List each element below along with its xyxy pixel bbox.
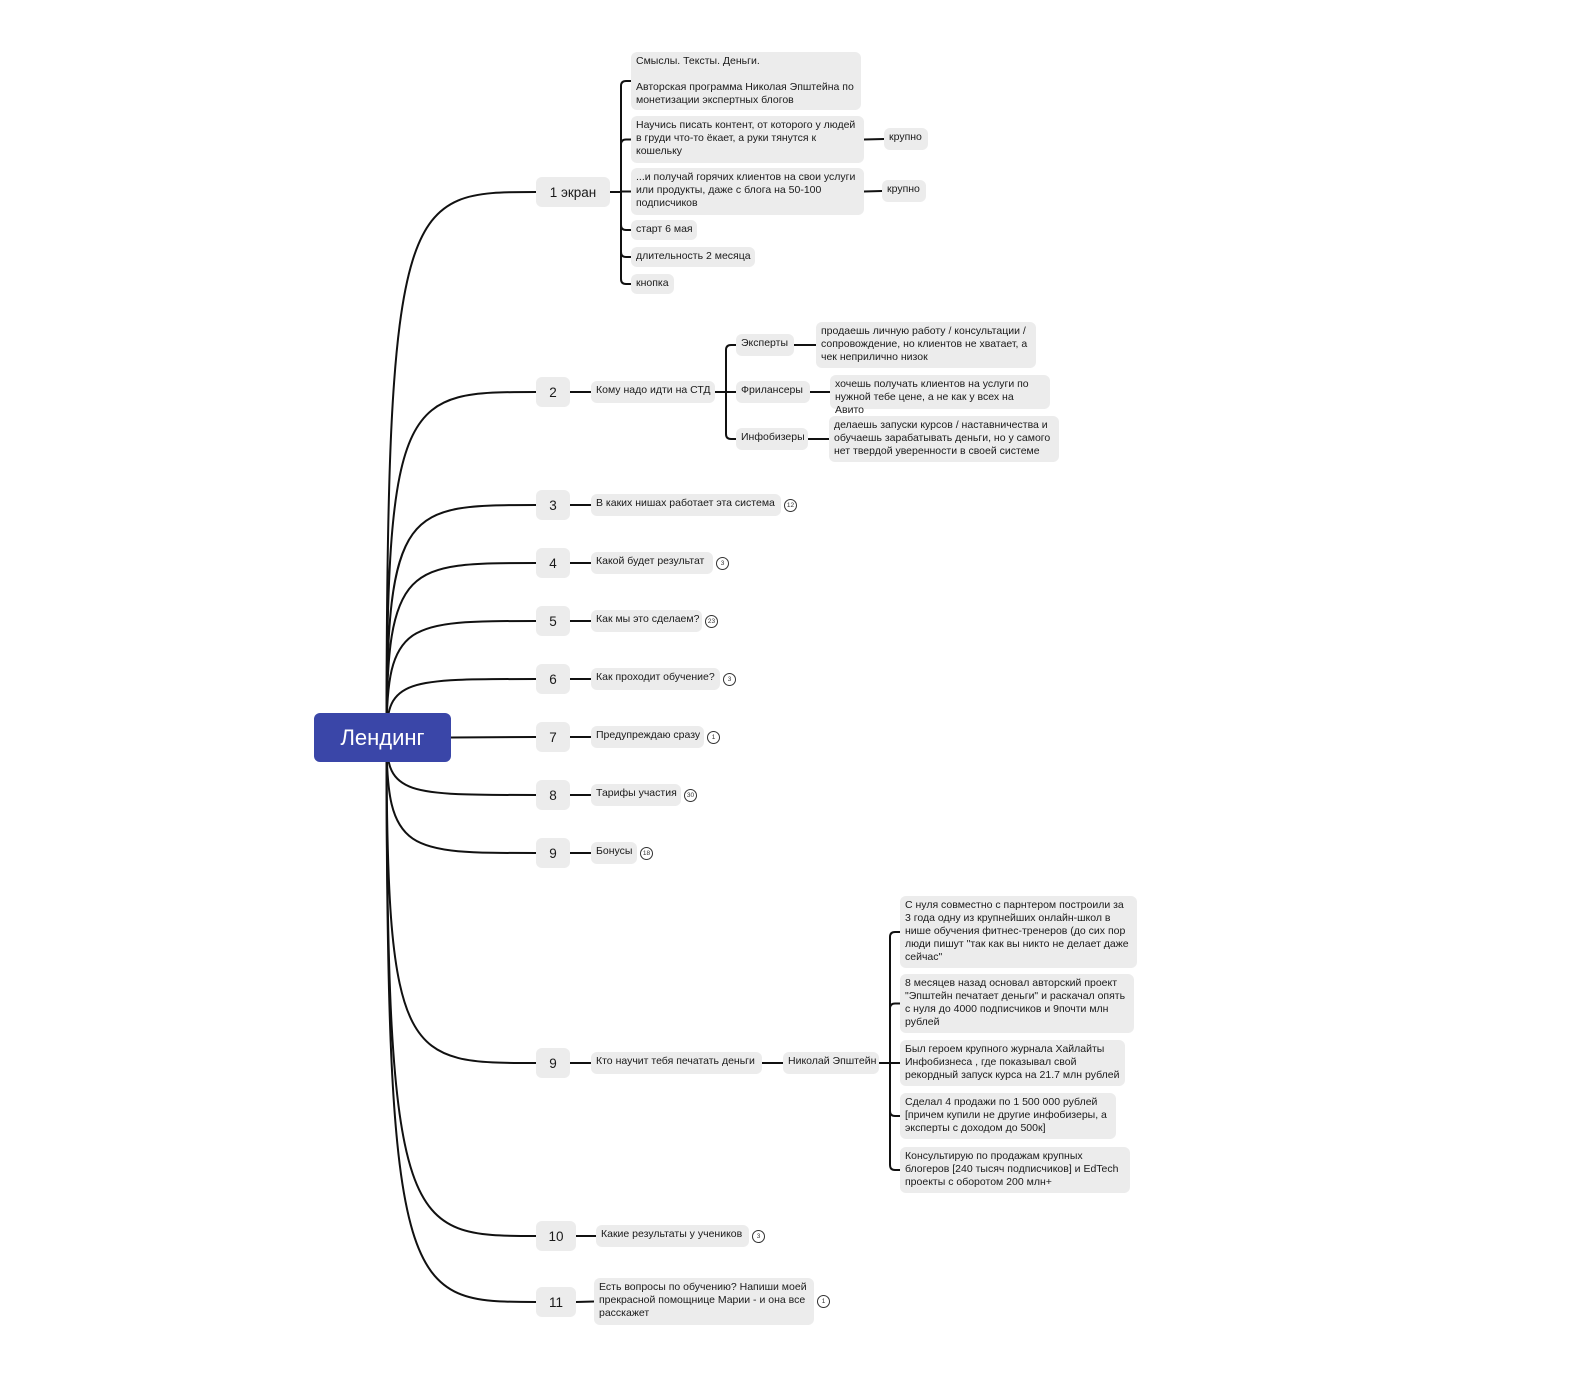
topic-node-s1f[interactable]: кнопка bbox=[631, 274, 674, 294]
branch-node-b10[interactable]: 10 bbox=[536, 1221, 576, 1251]
author-bracket-s9b-1 bbox=[889, 931, 901, 1064]
topic-node-s9b-3[interactable]: Был героем крупного журнала Хайлайты Инф… bbox=[900, 1040, 1125, 1086]
collapsed-count-badge[interactable]: 1 bbox=[817, 1295, 830, 1308]
topic-node-s2a[interactable]: Эксперты bbox=[736, 334, 794, 356]
screen1-bracket-s1f bbox=[620, 191, 632, 285]
topic-node-s2a-d[interactable]: продаешь личную работу / консультации / … bbox=[816, 322, 1036, 368]
root-link-b4 bbox=[385, 562, 537, 739]
author-bracket-s9b-4 bbox=[889, 1062, 901, 1117]
collapsed-count-badge[interactable]: 3 bbox=[716, 556, 729, 570]
collapsed-count-badge[interactable]: 1 bbox=[707, 730, 720, 744]
author-bracket-s9b-2 bbox=[889, 1002, 901, 1064]
root-link-b1 bbox=[385, 191, 537, 739]
topic-node-s9b[interactable]: Кто научит тебя печатать деньги bbox=[591, 1052, 762, 1074]
topic-node-s2c-d[interactable]: делаешь запуски курсов / наставничества … bbox=[829, 416, 1059, 462]
collapsed-count-badge[interactable]: 3 bbox=[723, 672, 736, 686]
root-link-b3 bbox=[385, 504, 537, 739]
screen1-bracket-s1e bbox=[620, 191, 632, 258]
topic-node-s7[interactable]: Предупреждаю сразу bbox=[591, 726, 704, 748]
topic-node-s10[interactable]: Какие результаты у учеников bbox=[596, 1225, 749, 1247]
screen1-bracket-s1d bbox=[620, 191, 632, 231]
link-s1c-s1c-tag bbox=[863, 190, 883, 193]
topic-node-s9[interactable]: Бонусы bbox=[591, 842, 637, 864]
topic-node-s3[interactable]: В каких нишах работает эта система bbox=[591, 494, 781, 516]
topic-node-s1c-tag[interactable]: крупно bbox=[882, 180, 926, 202]
collapsed-count-badge[interactable]: 18 bbox=[640, 846, 653, 860]
author-bracket-s9b-5 bbox=[889, 1062, 901, 1171]
screen1-bracket-s1a bbox=[620, 80, 632, 193]
root-link-b10 bbox=[385, 736, 537, 1237]
topic-node-s2[interactable]: Кому надо идти на СТД bbox=[591, 381, 715, 403]
branch-node-b5[interactable]: 5 bbox=[536, 606, 570, 636]
topic-node-s9b-4[interactable]: Сделал 4 продажи по 1 500 000 рублей [пр… bbox=[900, 1093, 1116, 1139]
topic-node-s5[interactable]: Как мы это сделаем? bbox=[591, 610, 702, 632]
link-b11-s11 bbox=[575, 1300, 595, 1303]
branch-node-b7[interactable]: 7 bbox=[536, 722, 570, 752]
topic-node-s9b-1[interactable]: С нуля совместно с парнтером построили з… bbox=[900, 896, 1137, 968]
root-link-b2 bbox=[385, 391, 537, 739]
topic-node-s9b-2[interactable]: 8 месяцев назад основал авторский проект… bbox=[900, 974, 1134, 1033]
topic-node-s2c[interactable]: Инфобизеры bbox=[736, 428, 808, 450]
audience-bracket-s2a bbox=[725, 344, 737, 393]
collapsed-count-badge[interactable]: 23 bbox=[705, 614, 718, 628]
collapsed-count-badge[interactable]: 3 bbox=[752, 1229, 765, 1243]
branch-node-b11[interactable]: 11 bbox=[536, 1287, 576, 1317]
topic-node-s1b[interactable]: Научись писать контент, от которого у лю… bbox=[631, 116, 864, 163]
root-link-b9b bbox=[385, 736, 537, 1064]
topic-node-s6[interactable]: Как проходит обучение? bbox=[591, 668, 720, 690]
branch-node-b9b[interactable]: 9 bbox=[536, 1048, 570, 1078]
root-link-b7 bbox=[450, 736, 537, 739]
topic-node-s9b-name[interactable]: Николай Эпштейн bbox=[783, 1052, 879, 1074]
topic-node-s1e[interactable]: длительность 2 месяца bbox=[631, 247, 755, 267]
topic-node-s2b-d[interactable]: хочешь получать клиентов на услуги по ну… bbox=[830, 375, 1050, 416]
link-s1b-s1b-tag bbox=[863, 138, 885, 141]
topic-node-s1c[interactable]: ...и получай горячих клиентов на свои ус… bbox=[631, 168, 864, 215]
topic-node-s9b-5[interactable]: Консультирую по продажам крупных блогеро… bbox=[900, 1147, 1130, 1193]
topic-node-s1d[interactable]: старт 6 мая bbox=[631, 220, 697, 240]
root-node-landing[interactable]: Лендинг bbox=[314, 713, 451, 762]
branch-node-b8[interactable]: 8 bbox=[536, 780, 570, 810]
collapsed-count-badge[interactable]: 12 bbox=[784, 498, 797, 512]
root-link-b11 bbox=[385, 736, 537, 1303]
topic-node-s4[interactable]: Какой будет результат bbox=[591, 552, 713, 574]
branch-node-b9[interactable]: 9 bbox=[536, 838, 570, 868]
topic-node-s2b[interactable]: Фрилансеры bbox=[736, 381, 810, 403]
collapsed-count-badge[interactable]: 30 bbox=[684, 788, 697, 802]
branch-node-b3[interactable]: 3 bbox=[536, 490, 570, 520]
audience-bracket-s2c bbox=[725, 391, 737, 440]
screen1-bracket-s1b bbox=[620, 138, 632, 193]
topic-node-s8[interactable]: Тарифы участия bbox=[591, 784, 681, 806]
branch-node-b6[interactable]: 6 bbox=[536, 664, 570, 694]
topic-node-s1b-tag[interactable]: крупно bbox=[884, 128, 928, 150]
topic-node-s1a[interactable]: Смыслы. Тексты. Деньги. Авторская програ… bbox=[631, 52, 861, 110]
topic-node-s11[interactable]: Есть вопросы по обучению? Напиши моей пр… bbox=[594, 1278, 814, 1325]
branch-node-b4[interactable]: 4 bbox=[536, 548, 570, 578]
branch-node-b1[interactable]: 1 экран bbox=[536, 177, 610, 207]
branch-node-b2[interactable]: 2 bbox=[536, 377, 570, 407]
